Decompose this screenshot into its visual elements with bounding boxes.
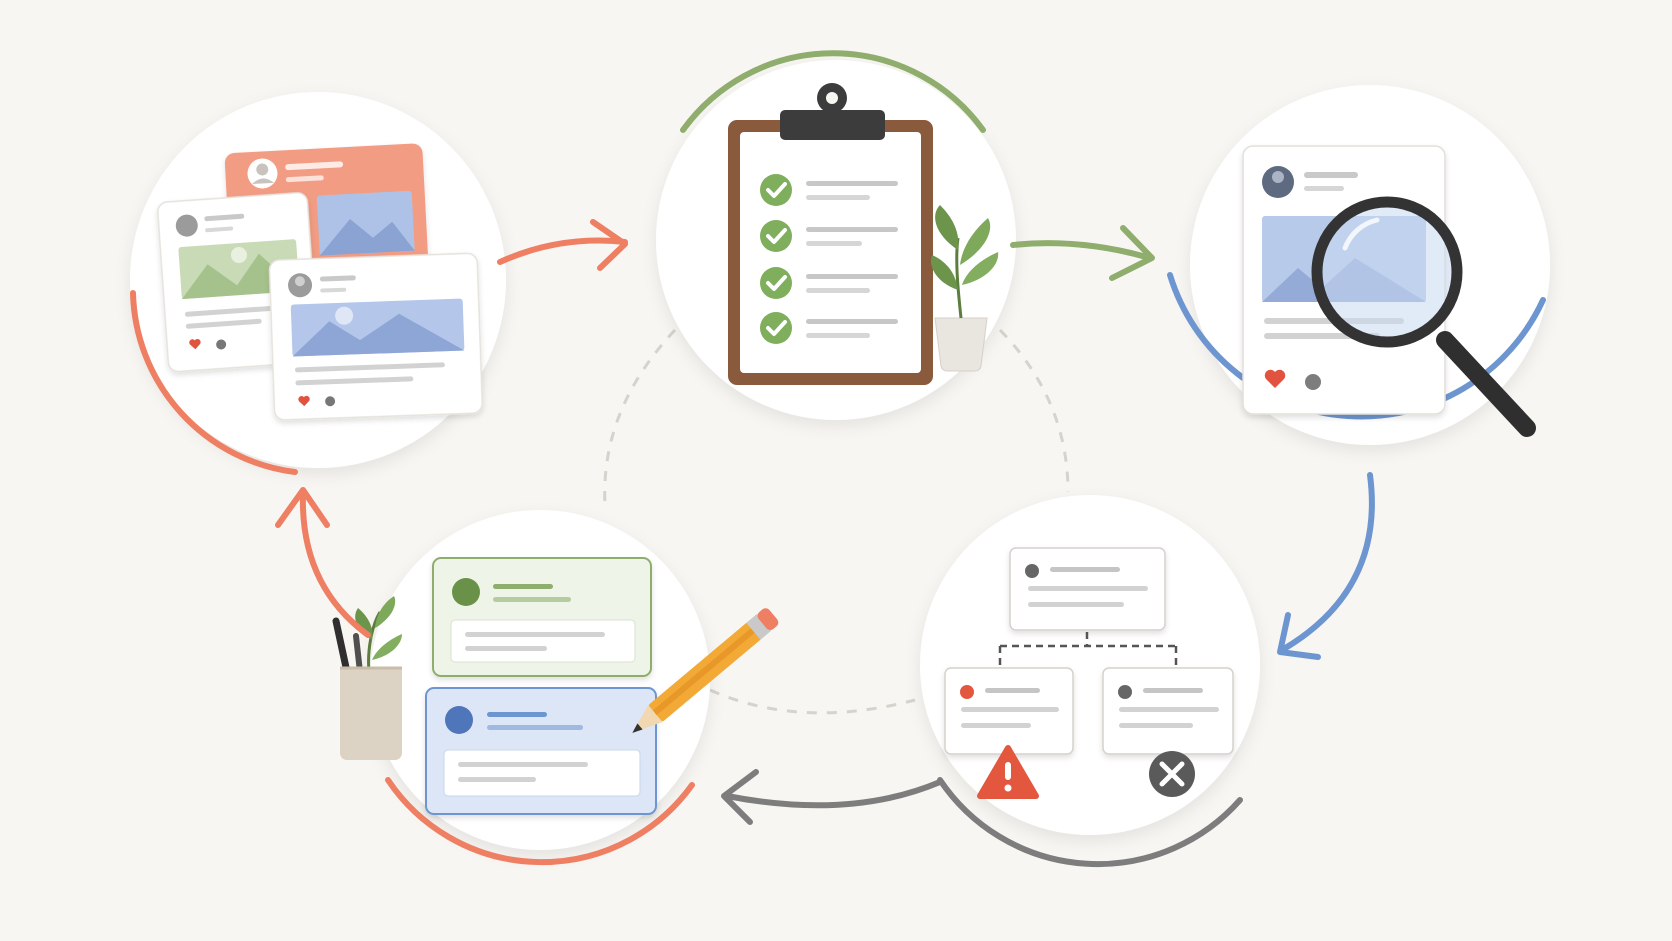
arrow-review-to-triage: [1277, 472, 1375, 660]
arrow-checklist-to-review: [1010, 225, 1155, 281]
stage-posts: [130, 92, 506, 475]
flow-arrows: [275, 219, 1375, 825]
arrow-edit-to-posts: [275, 487, 371, 638]
stage-checklist: [656, 50, 1016, 420]
stage-triage-arc: [937, 777, 1243, 868]
warning-icon: [977, 745, 1039, 799]
check-item-4-icon: [760, 312, 898, 344]
stage-checklist-arc: [680, 50, 986, 133]
hierarchy-triage-icon: [944, 547, 1234, 755]
stage-triage-circle: [920, 495, 1260, 835]
stage-edit-arc: [385, 777, 695, 866]
stage-review-arc: [1167, 272, 1546, 420]
dashed-inner-ring: [603, 328, 1070, 715]
clipboard-checklist-icon: [728, 83, 933, 385]
reject-icon: [1149, 751, 1195, 797]
pen-cup-icon: [332, 596, 402, 760]
stage-review: [1167, 85, 1550, 445]
edit-draft-icon: [425, 557, 657, 815]
plant-pot-icon: [930, 205, 999, 372]
check-item-3-icon: [760, 267, 898, 299]
social-posts-icon: [157, 143, 484, 421]
stage-posts-arc: [130, 290, 298, 475]
stage-triage: [920, 495, 1260, 868]
check-item-1-icon: [760, 174, 898, 206]
stage-edit: [332, 510, 779, 866]
checklist-items: [760, 174, 898, 344]
arrow-triage-to-edit: [721, 769, 943, 825]
magnifier-review-icon: [1242, 145, 1536, 437]
check-item-2-icon: [760, 220, 898, 252]
pencil-icon: [632, 608, 779, 733]
arrow-posts-to-checklist: [497, 219, 628, 271]
